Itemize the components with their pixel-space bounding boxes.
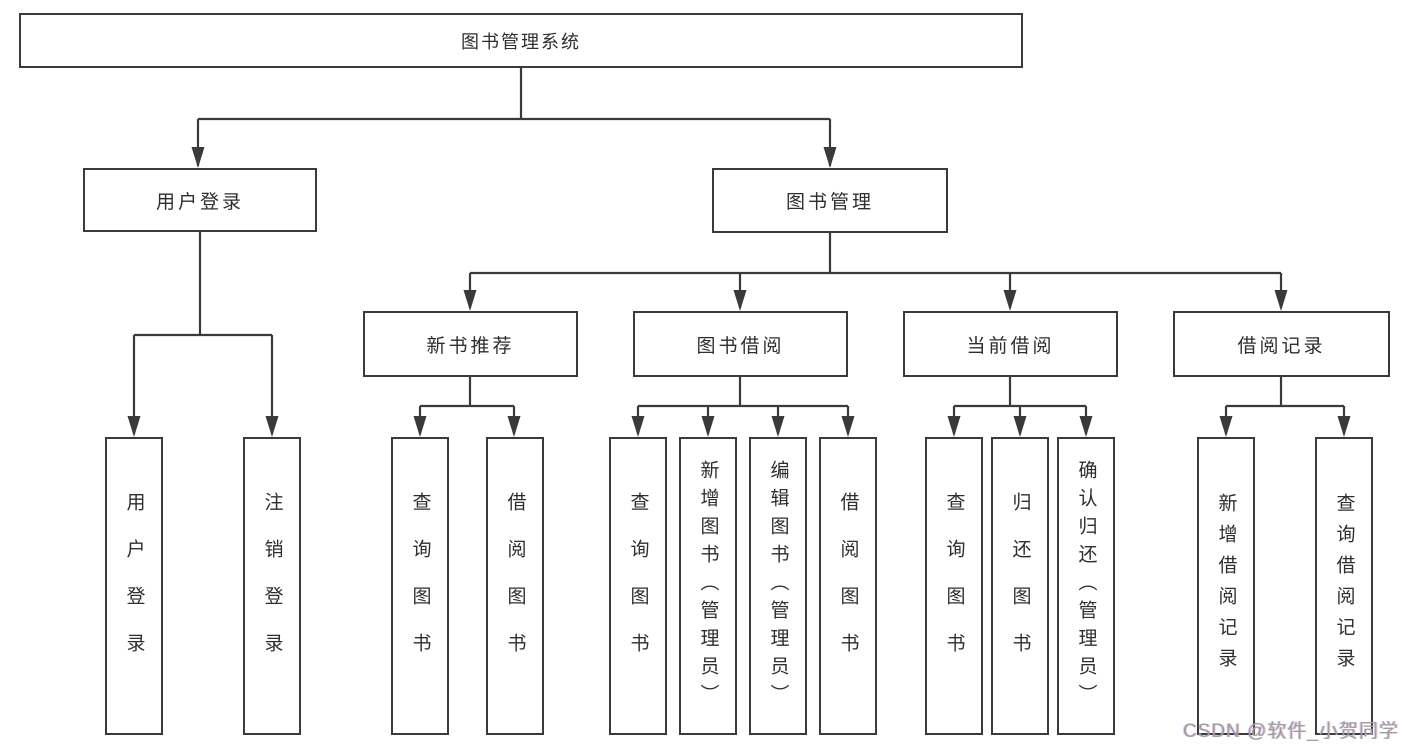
leaf-borrowing-edit-books-admin: 编辑图书（管理员） <box>749 437 807 735</box>
node-borrowing-records: 借阅记录 <box>1173 311 1390 377</box>
node-new-book-recommend: 新书推荐 <box>363 311 578 377</box>
leaf-records-query-record: 查询借阅记录 <box>1315 437 1373 735</box>
leaf-current-query-books: 查询图书 <box>925 437 983 735</box>
leaf-current-return-books: 归还图书 <box>991 437 1049 735</box>
leaf-borrowing-query-books: 查询图书 <box>609 437 667 735</box>
leaf-user-login: 用户登录 <box>105 437 163 735</box>
leaf-logout: 注销登录 <box>243 437 301 735</box>
node-book-management: 图书管理 <box>712 168 948 233</box>
arrowheads <box>127 147 1351 437</box>
node-user-login: 用户登录 <box>83 168 317 232</box>
leaf-records-add-record: 新增借阅记录 <box>1197 437 1255 735</box>
leaf-borrowing-borrow-books: 借阅图书 <box>819 437 877 735</box>
leaf-newbook-borrow-books: 借阅图书 <box>486 437 544 735</box>
leaf-newbook-query-books: 查询图书 <box>391 437 449 735</box>
node-root: 图书管理系统 <box>19 13 1023 68</box>
leaf-borrowing-add-books-admin: 新增图书（管理员） <box>679 437 737 735</box>
leaf-current-confirm-return-admin: 确认归还（管理员） <box>1057 437 1115 735</box>
node-book-borrowing: 图书借阅 <box>633 311 848 377</box>
node-current-borrowing: 当前借阅 <box>903 311 1118 377</box>
watermark: CSDN @软件_小贺同学 <box>1183 721 1399 742</box>
